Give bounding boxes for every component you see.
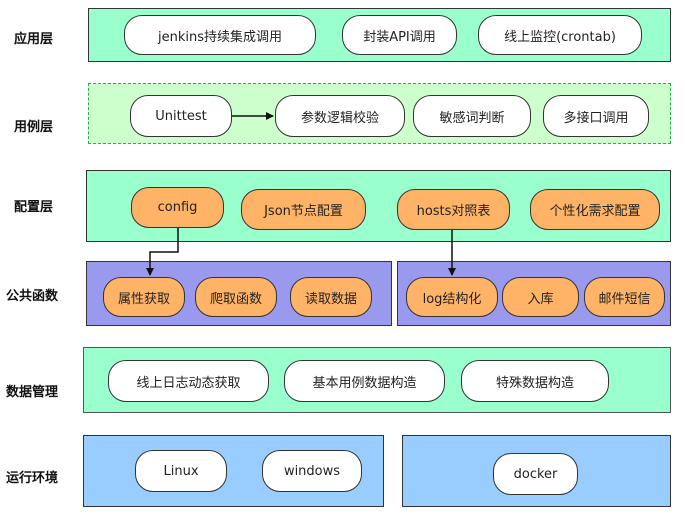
pill-special-data: 特殊数据构造 — [461, 360, 609, 402]
env-layer-band-right — [402, 435, 671, 507]
pill-unittest: Unittest — [130, 95, 232, 137]
layer-label-usecase: 用例层 — [14, 120, 54, 135]
pill-multi-api: 多接口调用 — [543, 95, 649, 137]
pill-config: config — [131, 187, 224, 228]
pill-hosts-table: hosts对照表 — [397, 189, 510, 230]
pill-linux: Linux — [135, 450, 227, 492]
pill-param-check: 参数逻辑校验 — [275, 95, 405, 137]
pill-db-insert: 入库 — [502, 277, 579, 317]
pill-online-monitor: 线上监控(crontab) — [478, 15, 642, 55]
pill-mail-sms: 邮件短信 — [584, 277, 665, 317]
layer-label-app: 应用层 — [14, 32, 54, 47]
layer-label-config: 配置层 — [14, 200, 54, 215]
layer-label-env: 运行环境 — [6, 471, 59, 486]
pill-basic-case-data: 基本用例数据构造 — [284, 360, 445, 402]
pill-read-data: 读取数据 — [290, 277, 372, 317]
layer-label-common: 公共函数 — [6, 289, 59, 304]
pill-log-structure: log结构化 — [406, 277, 498, 317]
pill-attr-get: 属性获取 — [103, 277, 185, 317]
pill-json-node-config: Json节点配置 — [241, 189, 366, 230]
pill-crawl-func: 爬取函数 — [195, 277, 277, 317]
layer-label-data: 数据管理 — [6, 385, 59, 400]
pill-sensitive-word: 敏感词判断 — [413, 95, 531, 137]
pill-custom-config: 个性化需求配置 — [530, 189, 660, 230]
pill-api-wrapper: 封装API调用 — [342, 15, 457, 55]
pill-docker: docker — [493, 453, 578, 495]
pill-jenkins-ci: jenkins持续集成调用 — [124, 15, 316, 55]
pill-online-log: 线上日志动态获取 — [108, 360, 269, 402]
pill-windows: windows — [262, 450, 362, 492]
